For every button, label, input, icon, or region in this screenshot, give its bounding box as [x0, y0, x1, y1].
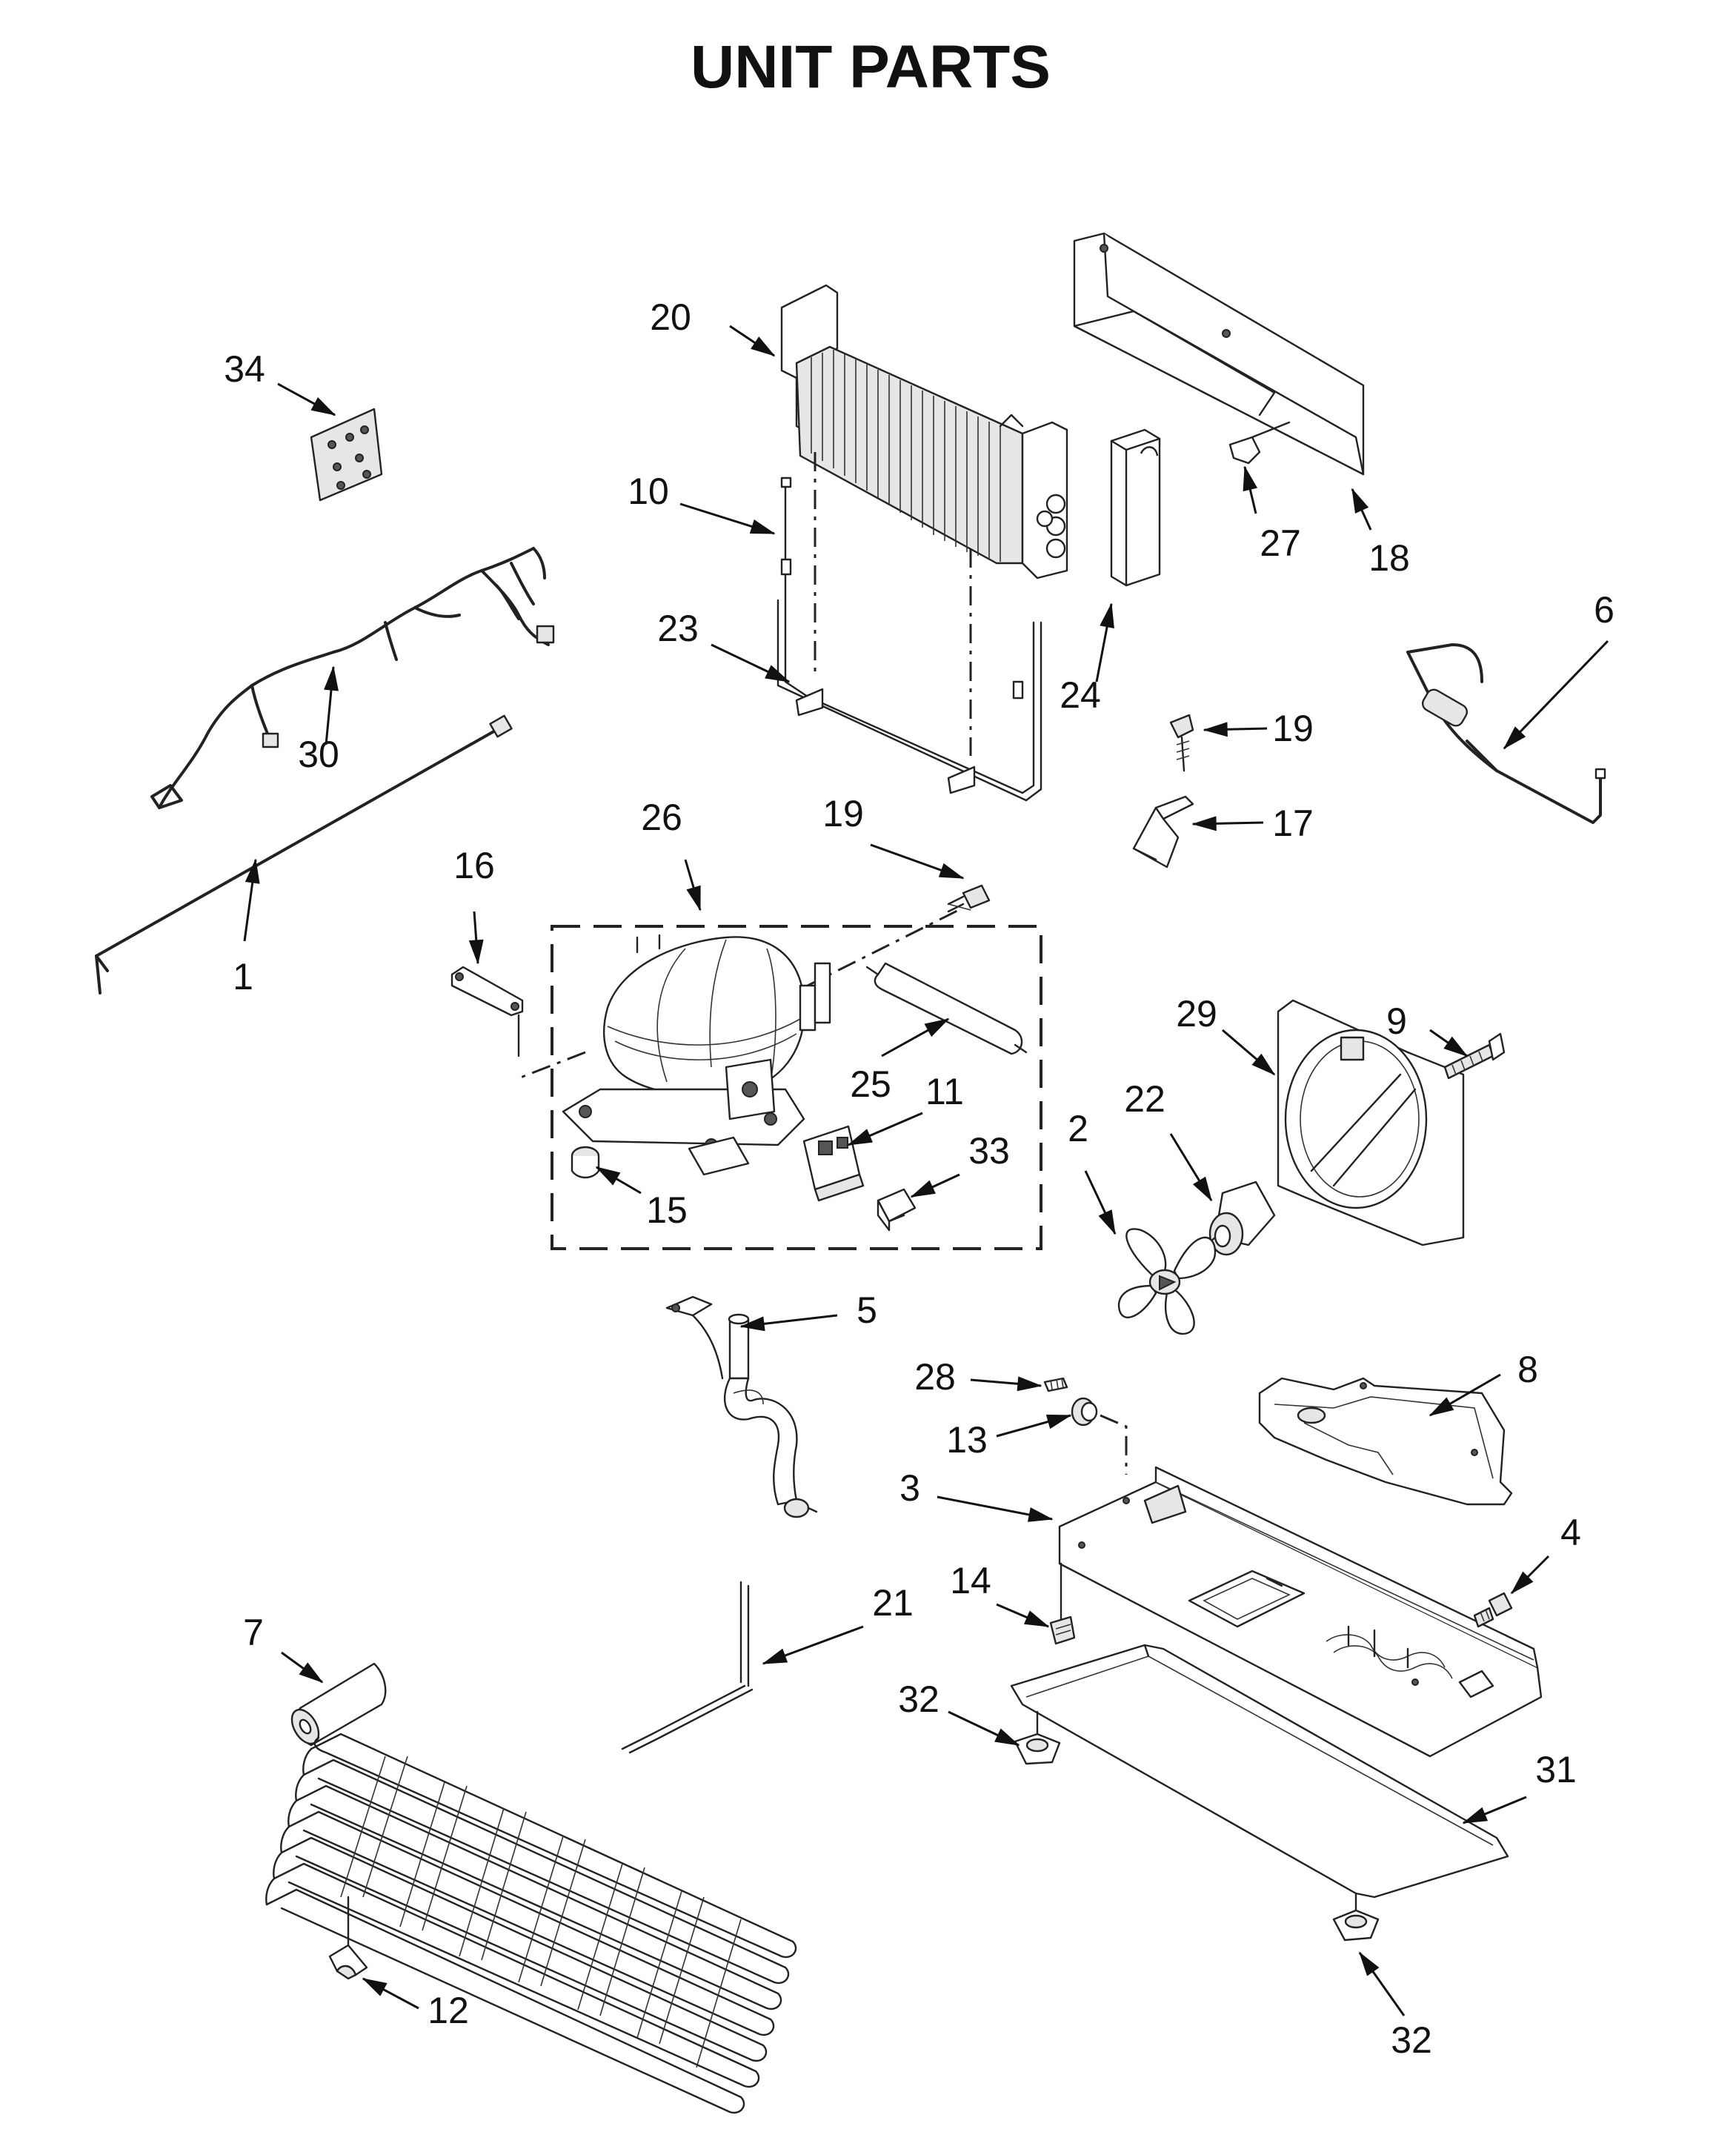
- part-7-insulation-tube: [290, 1662, 387, 1747]
- callout-21: 21: [872, 1582, 914, 1624]
- part-24-foam-block: [1110, 428, 1161, 587]
- part-32-foot-right: [1332, 1892, 1380, 1942]
- callout-3: 3: [899, 1467, 920, 1509]
- callout-25: 25: [850, 1063, 891, 1105]
- part-34-control-board: [310, 408, 383, 502]
- callout-10: 10: [628, 471, 669, 512]
- part-32-foot-left: [1014, 1710, 1061, 1765]
- guide-line: [518, 1051, 586, 1080]
- callout-27: 27: [1260, 522, 1301, 564]
- part-19-screw-lower: [947, 884, 991, 913]
- callout-24: 24: [1060, 674, 1101, 716]
- part-29-fan-shroud: [1277, 999, 1465, 1246]
- part-9-screw: [1443, 1032, 1506, 1080]
- callout-29: 29: [1176, 993, 1217, 1035]
- callout-33: 33: [968, 1130, 1010, 1172]
- callout-6: 6: [1594, 589, 1614, 631]
- callout-19b: 19: [822, 793, 864, 834]
- guide-line: [1100, 1414, 1128, 1475]
- callout-1: 1: [233, 956, 253, 997]
- part-4-screw: [1473, 1592, 1513, 1628]
- part-2-fan-blade: [1117, 1228, 1217, 1335]
- callout-labels: 34 20 10 23 30 1 24 27 18 6 19 17 16 26 …: [224, 296, 1614, 2061]
- part-33-overload: [877, 1188, 917, 1232]
- callout-22: 22: [1124, 1078, 1165, 1120]
- part-22-condenser-fan-motor: [1191, 1180, 1276, 1258]
- callout-5: 5: [857, 1289, 877, 1331]
- callout-16: 16: [453, 845, 495, 886]
- part-8-drain-pan: [1258, 1377, 1513, 1506]
- callout-4: 4: [1560, 1512, 1581, 1553]
- callout-19a: 19: [1272, 708, 1314, 749]
- part-27-clip: [1228, 421, 1291, 465]
- part-12-clip: [328, 1896, 368, 1980]
- guide-line: [770, 906, 964, 1006]
- part-26-compressor-kit-boundary: [551, 925, 1042, 1250]
- part-13-grommet: [1071, 1397, 1098, 1427]
- part-6-tube-assembly: [1406, 643, 1606, 824]
- callout-7: 7: [243, 1612, 264, 1653]
- callout-34: 34: [224, 348, 265, 390]
- callout-8: 8: [1517, 1349, 1538, 1390]
- part-30-wire-harness: [150, 547, 555, 809]
- page-title: UNIT PARTS: [691, 33, 1051, 101]
- callout-32a: 32: [898, 1678, 939, 1720]
- callout-2: 2: [1068, 1108, 1088, 1149]
- callout-30: 30: [298, 734, 339, 775]
- callout-31: 31: [1535, 1749, 1577, 1790]
- callout-14: 14: [950, 1560, 991, 1601]
- callout-leaders: [243, 325, 1609, 2016]
- callout-18: 18: [1368, 537, 1410, 579]
- part-18-drain-trough: [1073, 232, 1365, 476]
- callout-20: 20: [650, 296, 691, 338]
- callout-12: 12: [428, 1990, 469, 2031]
- part-17-bracket: [1132, 795, 1194, 869]
- part-3-machine-compartment-base: [1058, 1466, 1543, 1758]
- part-25-filter-drier: [865, 962, 1028, 1055]
- callout-26: 26: [641, 797, 682, 838]
- part-14-screw: [1049, 1562, 1076, 1645]
- part-20-condenser: [780, 284, 1068, 580]
- part-21-condenser-coil: [265, 1581, 797, 2114]
- part-11-start-relay: [802, 1125, 865, 1202]
- callout-17: 17: [1272, 803, 1314, 844]
- part-1-power-cord: [95, 714, 513, 994]
- part-19-screw-upper: [1169, 714, 1194, 772]
- part-16-strap: [450, 966, 524, 1057]
- part-28-spring: [1043, 1377, 1068, 1392]
- part-10-tube: [780, 476, 792, 602]
- callout-13: 13: [946, 1419, 988, 1461]
- part-15-grommet: [571, 1146, 600, 1179]
- part-31-insulation-panel: [1010, 1644, 1509, 1899]
- callout-15: 15: [646, 1189, 688, 1231]
- compressor: [562, 934, 831, 1176]
- callout-32b: 32: [1391, 2019, 1432, 2061]
- part-5-drain-tube: [665, 1295, 818, 1518]
- part-23-condenser-bracket: [776, 599, 1042, 802]
- callout-23: 23: [657, 608, 699, 649]
- callout-28: 28: [914, 1356, 956, 1398]
- callout-11: 11: [925, 1071, 964, 1112]
- callout-9: 9: [1386, 1000, 1407, 1042]
